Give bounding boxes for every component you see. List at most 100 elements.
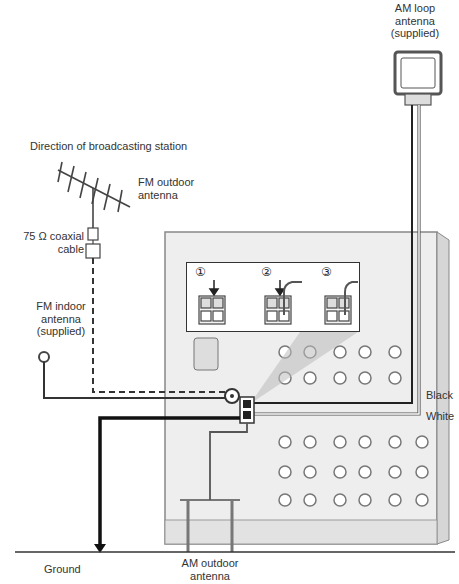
fm-outdoor-antenna: [68, 166, 74, 192]
terminal-symbol: [201, 298, 211, 308]
terminal-symbol: [213, 298, 223, 308]
antenna-label: AM loop antenna (supplied): [374, 2, 456, 40]
fm-outdoor-antenna: [58, 162, 62, 182]
am-outdoor-antenna: [231, 500, 234, 552]
press-arrow: [210, 289, 218, 295]
callout-number: ③: [321, 266, 332, 279]
callout-number: ①: [195, 266, 206, 279]
receiver-panel: [165, 232, 449, 544]
ground-wire: [100, 418, 240, 546]
terminal-inset: ① ② ③: [186, 262, 360, 332]
fm-jack: [230, 394, 234, 398]
antenna-label: AM outdoor antenna: [170, 557, 250, 582]
panel-jack: [416, 436, 428, 448]
fm-outdoor-antenna: [104, 184, 110, 210]
terminal-symbol: [265, 296, 291, 324]
callout-number: ②: [261, 266, 272, 279]
panel-jack: [334, 466, 346, 478]
panel-jack: [389, 346, 401, 358]
coax-connector: [92, 240, 93, 244]
terminal-symbol: [199, 296, 351, 324]
panel-jack: [359, 346, 371, 358]
fm-indoor-antenna: [39, 352, 226, 398]
press-arrow: [210, 280, 284, 295]
terminal-symbol: [325, 296, 351, 324]
ground-line: [15, 551, 455, 553]
am-outdoor-antenna: [210, 423, 247, 500]
am-loop-antenna: [395, 52, 441, 105]
panel-jack: [334, 494, 346, 506]
terminal-symbol: [267, 298, 277, 308]
coax-connector: [86, 228, 100, 258]
terminal-symbol: [199, 296, 225, 324]
terminal-symbol: [327, 298, 337, 308]
fm-indoor-antenna: [39, 352, 49, 362]
panel-jack: [416, 494, 428, 506]
panel-jack: [389, 436, 401, 448]
am-loop-wire: [254, 105, 419, 414]
am-terminal: [240, 397, 254, 423]
terminal-symbol: [267, 311, 277, 321]
fm-outdoor-antenna: [80, 172, 86, 198]
am-loop-antenna: [405, 94, 431, 105]
panel-jack: [359, 494, 371, 506]
cable-label: 75 Ω coaxial cable: [16, 230, 84, 255]
panel-jack: [359, 372, 371, 384]
am-outdoor-antenna: [187, 500, 190, 552]
panel-jack: [304, 494, 316, 506]
am-loop-antenna: [395, 52, 441, 94]
panel-jack: [334, 372, 346, 384]
panel-jack: [416, 466, 428, 478]
terminal-symbol: [201, 311, 211, 321]
panel-jack: [304, 372, 316, 384]
fm-jack: [225, 389, 239, 403]
antenna-label: FM outdoor antenna: [138, 176, 210, 201]
receiver-panel: [165, 232, 437, 544]
fm-outdoor-antenna: [92, 188, 94, 228]
ground-wire: [94, 418, 240, 553]
am-loop-antenna: [401, 58, 435, 88]
wire-color-label: White: [426, 410, 454, 423]
press-arrow: [276, 289, 284, 295]
panel-jack: [279, 494, 291, 506]
terminal-symbol: [327, 311, 337, 321]
am-loop-wire: [254, 105, 419, 414]
zoom-wedge: [250, 332, 358, 404]
coax-cable: [93, 258, 226, 392]
coax-connector: [88, 228, 98, 240]
inserted-wire: [284, 282, 302, 315]
terminal-symbol: [213, 311, 223, 321]
antenna-label: FM indoor antenna (supplied): [22, 300, 100, 338]
receiver-panel: [165, 520, 437, 544]
am-loop-wire: [254, 105, 419, 414]
am-terminal: [240, 397, 254, 423]
fm-indoor-antenna: [44, 362, 226, 398]
wire-color-label: Black: [426, 389, 453, 402]
inset-ground: [186, 262, 360, 332]
panel-jack: [334, 346, 346, 358]
panel-jack: [359, 466, 371, 478]
panel-jack: [389, 494, 401, 506]
receiver-panel: [194, 338, 218, 370]
fm-outdoor-antenna: [118, 190, 122, 212]
panel-jack: [389, 372, 401, 384]
am-outdoor-antenna: [180, 423, 247, 552]
am-loop-wire: [254, 105, 412, 403]
panel-jack: [389, 466, 401, 478]
ground-label: Ground: [44, 563, 81, 576]
panel-jack: [359, 436, 371, 448]
inserted-wire: [345, 282, 358, 315]
panel-jack: [334, 436, 346, 448]
panel-jack: [279, 466, 291, 478]
am-terminal: [243, 411, 251, 419]
direction-note: Direction of broadcasting station: [30, 140, 187, 153]
fm-outdoor-antenna: [58, 162, 130, 228]
panel-jack: [279, 346, 428, 506]
inserted-wire: [284, 282, 358, 315]
panel-jack: [304, 466, 316, 478]
receiver-panel: [437, 232, 449, 544]
coax-connector: [86, 244, 100, 258]
am-terminal: [243, 400, 251, 408]
